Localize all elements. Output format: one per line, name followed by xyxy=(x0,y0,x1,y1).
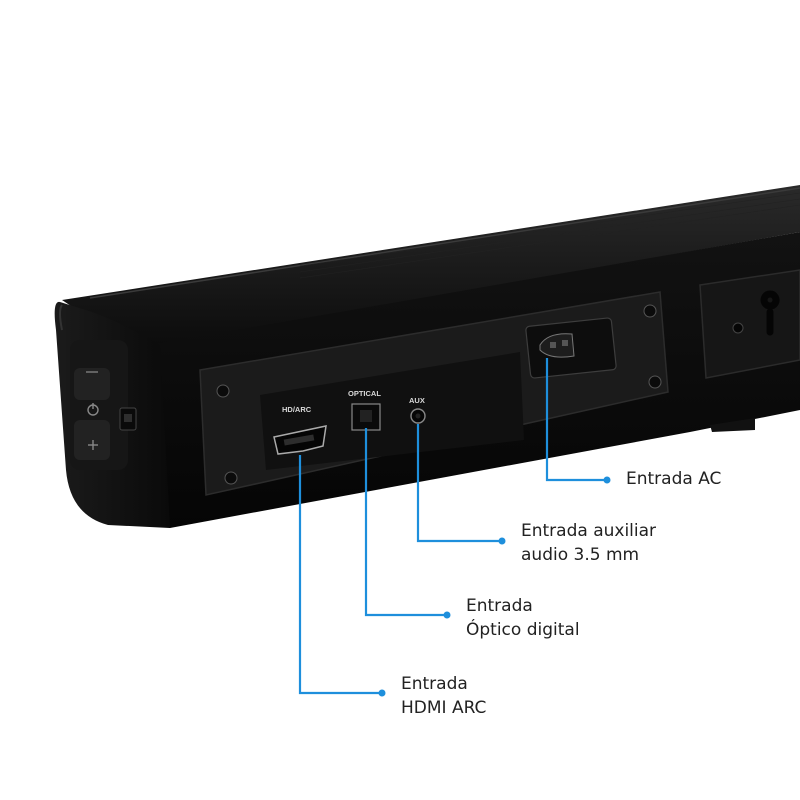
aux-callout-dot xyxy=(498,537,506,545)
ac-callout: Entrada AC xyxy=(626,467,721,491)
aux-callout: Entrada auxiliar audio 3.5 mm xyxy=(521,519,656,567)
ac-power-inlet xyxy=(525,317,617,379)
aux-port xyxy=(410,408,426,424)
hdmi-port-label: HD/ARC xyxy=(282,405,312,414)
hdmi-callout-dot xyxy=(378,689,386,697)
optical-callout-line1: Entrada xyxy=(466,596,533,616)
callout-lines xyxy=(298,358,607,695)
hdmi-leader-line xyxy=(298,455,382,695)
hdmi-callout-line2: HDMI ARC xyxy=(401,698,487,718)
optical-callout: Entrada Óptico digital xyxy=(466,594,580,642)
optical-port-label: OPTICAL xyxy=(348,389,381,398)
screw-icon xyxy=(216,304,662,485)
side-control-strip xyxy=(70,340,137,470)
ac-callout-dot xyxy=(603,476,611,484)
optical-leader-line xyxy=(364,428,447,617)
hdmi-callout: Entrada HDMI ARC xyxy=(401,672,486,720)
hdmi-port xyxy=(273,425,327,455)
ac-callout-line1: Entrada AC xyxy=(626,469,722,489)
wall-mount-bracket xyxy=(699,269,800,432)
aux-callout-line1: Entrada auxiliar xyxy=(521,521,657,541)
ac-leader-line xyxy=(545,358,607,482)
aux-port-label: AUX xyxy=(409,396,425,405)
plus-icon xyxy=(88,440,98,450)
optical-port xyxy=(351,403,381,431)
aux-callout-line2: audio 3.5 mm xyxy=(521,545,640,565)
callout-dots xyxy=(378,476,611,697)
optical-callout-dot xyxy=(443,611,451,619)
aux-leader-line xyxy=(416,424,502,543)
power-icon xyxy=(87,403,99,416)
hdmi-callout-line1: Entrada xyxy=(401,674,468,694)
optical-callout-line2: Óptico digital xyxy=(466,620,580,640)
